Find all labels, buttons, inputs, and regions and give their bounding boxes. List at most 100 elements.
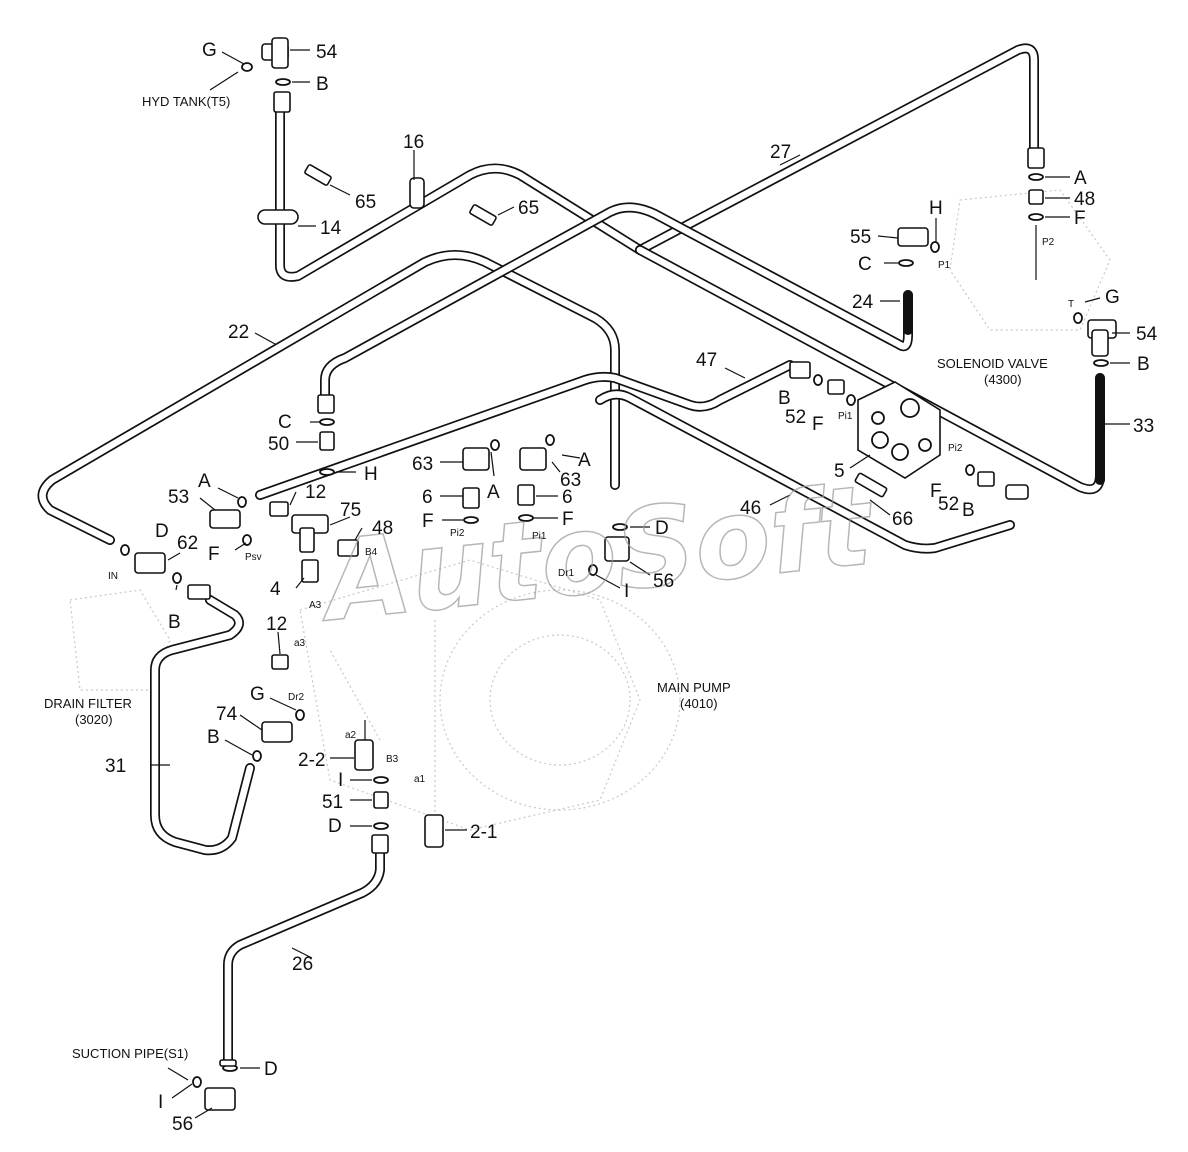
callout-label: P2 [1042,237,1055,248]
callout-label: 2-2 [298,750,325,771]
callout-label: D [155,521,169,542]
callout-label: a1 [414,774,426,785]
label-drain-filter: DRAIN FILTER [44,696,132,711]
callout-label: 48 [372,518,393,539]
leader-lines [150,49,1130,1119]
callout-label: D [264,1059,278,1080]
callout-label: H [364,464,378,485]
callout-label: 54 [316,42,338,63]
callout-label: T [1068,299,1074,310]
callout-label: A [578,450,591,471]
callout-label: 51 [322,792,343,813]
callout-label: 56 [172,1114,193,1135]
callout-label: B3 [386,754,399,765]
callout-label: 26 [292,954,313,975]
callout-label: 54 [1136,324,1158,345]
callout-label: B [1137,354,1150,375]
callout-label: 66 [892,509,913,530]
callout-label: 52 [785,407,806,428]
label-suction-pipe: SUCTION PIPE(S1) [72,1046,188,1061]
label-hyd-tank: HYD TANK(T5) [142,94,230,109]
callout-label: F [562,509,574,530]
callout-label: F [208,544,220,565]
callout-label: IN [108,571,118,582]
callout-label: 63 [560,470,581,491]
callout-label: 65 [518,198,539,219]
callout-label: 33 [1133,416,1154,437]
label-solenoid-valve-code: (4300) [984,372,1022,387]
callout-label: 62 [177,533,198,554]
callout-label: 48 [1074,189,1095,210]
fittings [120,37,1117,1111]
callout-label: B4 [365,547,378,558]
hoses [37,43,1105,1065]
callout-label: B [168,612,181,633]
callout-label: 47 [696,350,717,371]
callout-label: 5 [834,461,845,482]
callout-label: D [328,816,342,837]
part-callouts: G 54 B 16 65 65 14 27 A 48 F 55 H P1 C P… [105,40,1158,1135]
callout-label: P1 [938,260,951,271]
callout-label: 22 [228,322,249,343]
callout-label: Pi1 [532,531,547,542]
callout-label: B [207,727,220,748]
label-solenoid-valve: SOLENOID VALVE [937,356,1048,371]
callout-label: Pi1 [838,411,853,422]
callout-label: I [338,770,343,791]
callout-label: 56 [653,571,674,592]
callout-label: 27 [770,142,791,163]
callout-label: A [1074,168,1087,189]
callout-label: C [858,254,872,275]
callout-label: 50 [268,434,289,455]
callout-label: 2-1 [470,822,497,843]
label-drain-filter-code: (3020) [75,712,113,727]
callout-label: Psv [245,552,262,563]
callout-label: B [962,500,975,521]
callout-label: 4 [270,579,281,600]
callout-label: B [778,388,791,409]
callout-label: D [655,518,669,539]
callout-label: 31 [105,756,126,777]
callout-label: 74 [216,704,238,725]
callout-label: A [198,471,211,492]
callout-label: 12 [305,482,326,503]
callout-label: Pi2 [450,528,465,539]
callout-label: 14 [320,218,342,239]
callout-label: 55 [850,227,871,248]
callout-label: 75 [340,500,361,521]
callout-label: 16 [403,132,424,153]
callout-label: 65 [355,192,376,213]
callout-label: Pi2 [948,443,963,454]
callout-label: F [422,511,434,532]
callout-label: 46 [740,498,761,519]
callout-label: G [1105,287,1120,308]
callout-label: H [929,198,943,219]
callout-label: 6 [422,487,433,508]
label-main-pump-code: (4010) [680,696,718,711]
callout-label: 63 [412,454,433,475]
callout-label: G [250,684,265,705]
callout-label: B [316,74,329,95]
label-main-pump: MAIN PUMP [657,680,731,695]
callout-label: A3 [309,600,322,611]
callout-label: Dr2 [288,692,305,703]
callout-label: 6 [562,487,573,508]
callout-label: a3 [294,638,306,649]
callout-label: a2 [345,730,357,741]
callout-label: 24 [852,292,874,313]
callout-label: I [624,581,629,602]
callout-label: 53 [168,487,189,508]
component-outlines [69,189,1111,831]
callout-label: F [1074,208,1086,229]
callout-label: I [158,1092,163,1113]
watermark: AutoSoft [311,461,880,647]
callout-label: 12 [266,614,287,635]
callout-label: G [202,40,217,61]
callout-label: F [930,481,942,502]
callout-label: 52 [938,494,959,515]
component-labels: HYD TANK(T5) SOLENOID VALVE (4300) DRAIN… [44,94,1048,1061]
callout-label: F [812,414,824,435]
callout-label: A [487,482,500,503]
callout-label: C [278,412,292,433]
